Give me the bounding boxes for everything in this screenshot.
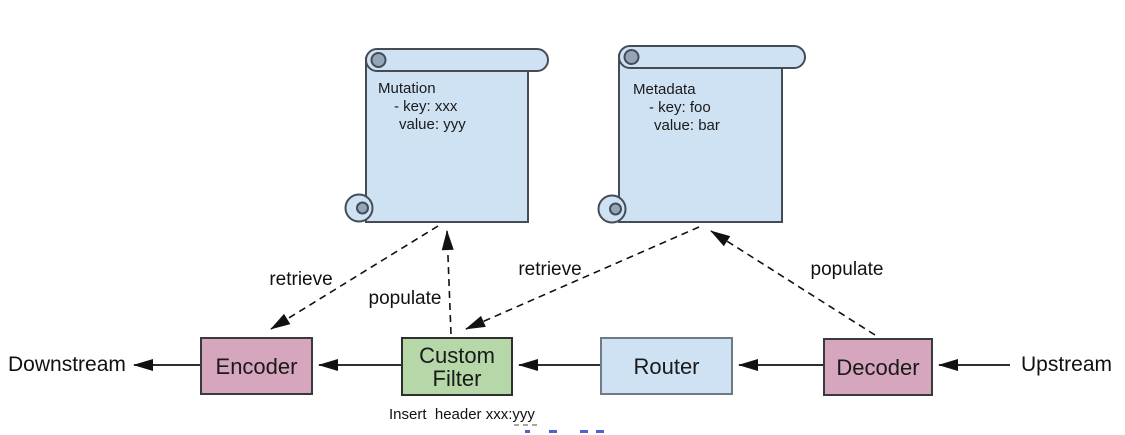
decoder-node: Decoder <box>823 338 933 396</box>
edge-label-populate-right: populate <box>810 259 884 280</box>
mutation-scroll-shape <box>344 48 549 223</box>
mutation-note: Mutation - key: xxx value: yyy <box>378 80 466 134</box>
arrow-retrieve-mutation-to-encoder <box>270 225 439 330</box>
metadata-scroll-shape <box>597 45 806 224</box>
custom-filter-node: Custom Filter <box>401 337 513 396</box>
decoder-node-label: Decoder <box>836 354 920 380</box>
arrow-retrieve-metadata-to-filter <box>465 226 700 330</box>
clipped-blue-text-fragment <box>549 430 557 433</box>
clipped-blue-text-fragment <box>596 430 604 433</box>
encoder-node: Encoder <box>200 337 313 395</box>
mutation-scroll-bottom-curl-core <box>356 201 369 215</box>
arrow-populate-decoder-to-metadata <box>710 230 876 336</box>
insert-header-caption: Insert header xxx:yyy <box>389 406 535 423</box>
clipped-text-fragment <box>514 424 519 426</box>
mutation-note-key: - key: xxx <box>394 98 458 115</box>
router-node: Router <box>600 337 733 395</box>
metadata-note-title: Metadata <box>633 81 696 98</box>
mutation-scroll-body <box>365 57 529 223</box>
metadata-scroll-bottom-curl-core <box>609 202 622 216</box>
metadata-note-value: value: bar <box>654 117 720 134</box>
edge-label-populate-left: populate <box>368 288 442 309</box>
metadata-scroll-top-roll <box>618 45 806 69</box>
clipped-text-fragment <box>532 424 537 426</box>
mutation-scroll-top-roll <box>365 48 549 72</box>
custom-filter-node-label: Custom Filter <box>419 342 495 391</box>
router-node-label: Router <box>633 353 700 379</box>
encoder-node-label: Encoder <box>215 353 298 379</box>
metadata-scroll-top-curl-core <box>623 49 640 65</box>
upstream-label: Upstream <box>1021 353 1113 376</box>
mutation-note-title: Mutation <box>378 80 436 97</box>
metadata-note: Metadata - key: foo value: bar <box>633 81 720 135</box>
edge-label-retrieve-right: retrieve <box>518 259 582 280</box>
clipped-blue-text-fragment <box>525 430 530 433</box>
edge-label-retrieve-left: retrieve <box>269 269 333 290</box>
metadata-note-key: - key: foo <box>649 99 711 116</box>
mutation-note-value: value: yyy <box>399 116 466 133</box>
clipped-text-fragment <box>523 424 528 426</box>
downstream-label: Downstream <box>8 353 126 376</box>
arrow-populate-filter-to-mutation <box>441 230 454 335</box>
mutation-scroll-top-curl-core <box>370 52 387 68</box>
clipped-blue-text-fragment <box>580 430 588 433</box>
